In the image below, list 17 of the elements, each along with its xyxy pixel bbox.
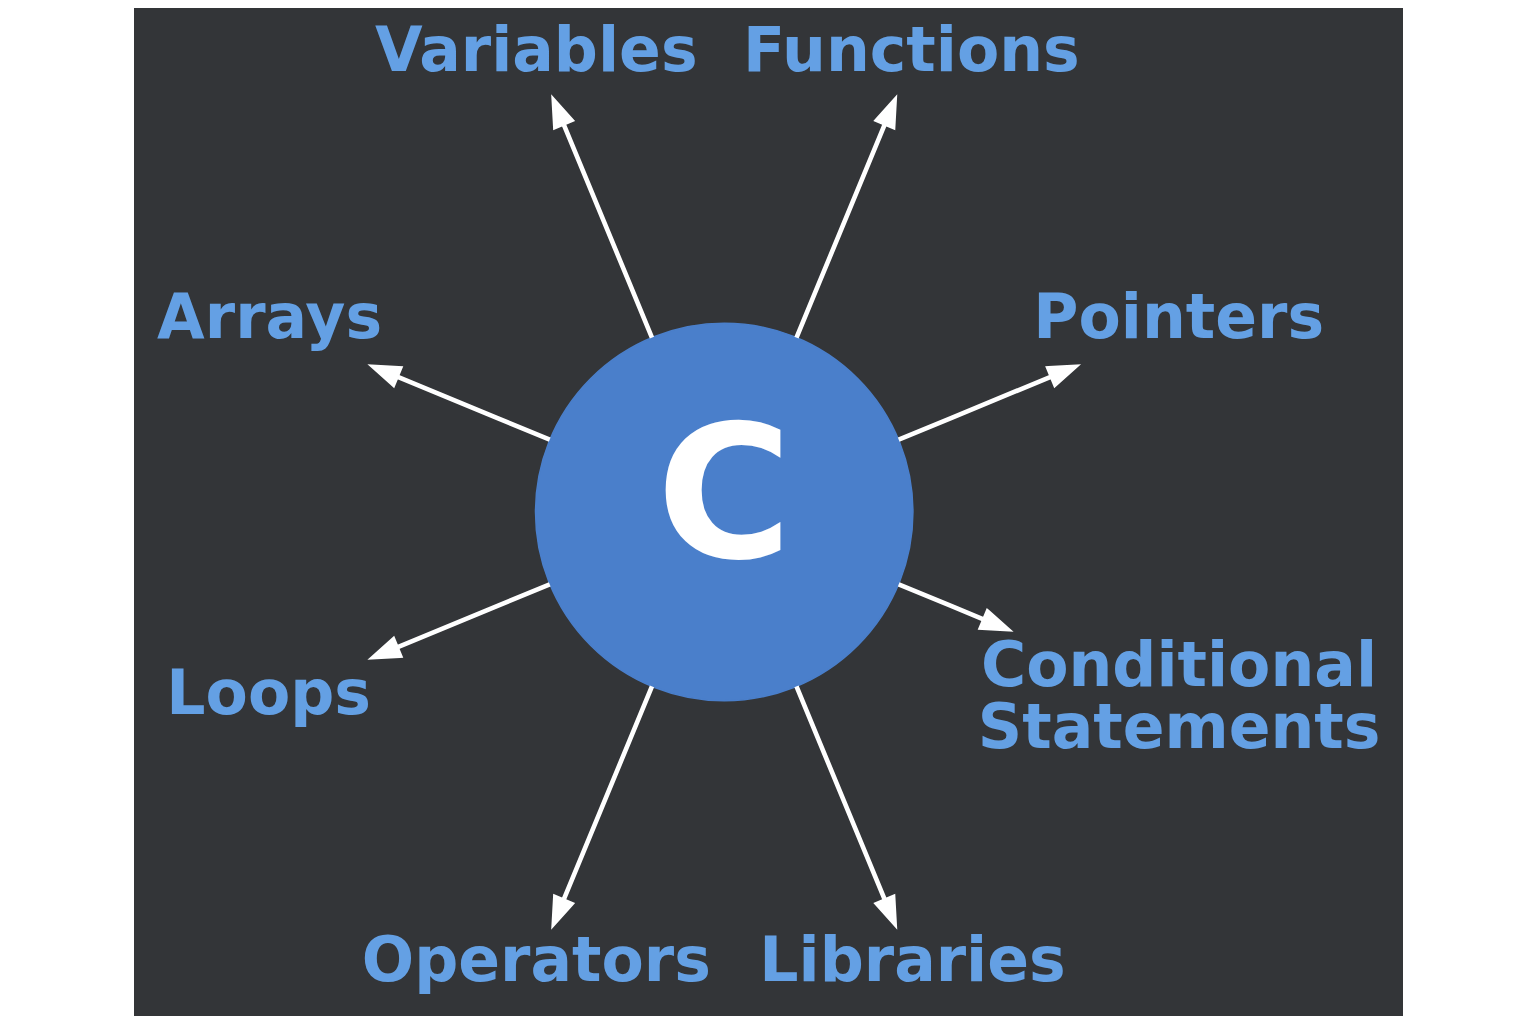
- node-text: Libraries: [758, 923, 1066, 996]
- arrow: [550, 685, 654, 930]
- node-text: Variables: [374, 14, 698, 87]
- arrow: [897, 364, 1081, 442]
- node-text: Loops: [165, 657, 371, 730]
- node-text: Arrays: [156, 280, 382, 353]
- arrow: [366, 364, 551, 442]
- arrow: [897, 582, 1014, 632]
- arrow: [366, 582, 551, 660]
- arrow: [793, 685, 897, 930]
- arrow: [550, 94, 654, 339]
- node-text: Operators: [361, 923, 711, 996]
- node-text: Conditional Statements: [977, 629, 1380, 764]
- node-circle: C: [534, 322, 914, 702]
- arrow: [793, 94, 897, 339]
- node-text: Pointers: [1032, 280, 1324, 353]
- node-text: Functions: [742, 14, 1080, 87]
